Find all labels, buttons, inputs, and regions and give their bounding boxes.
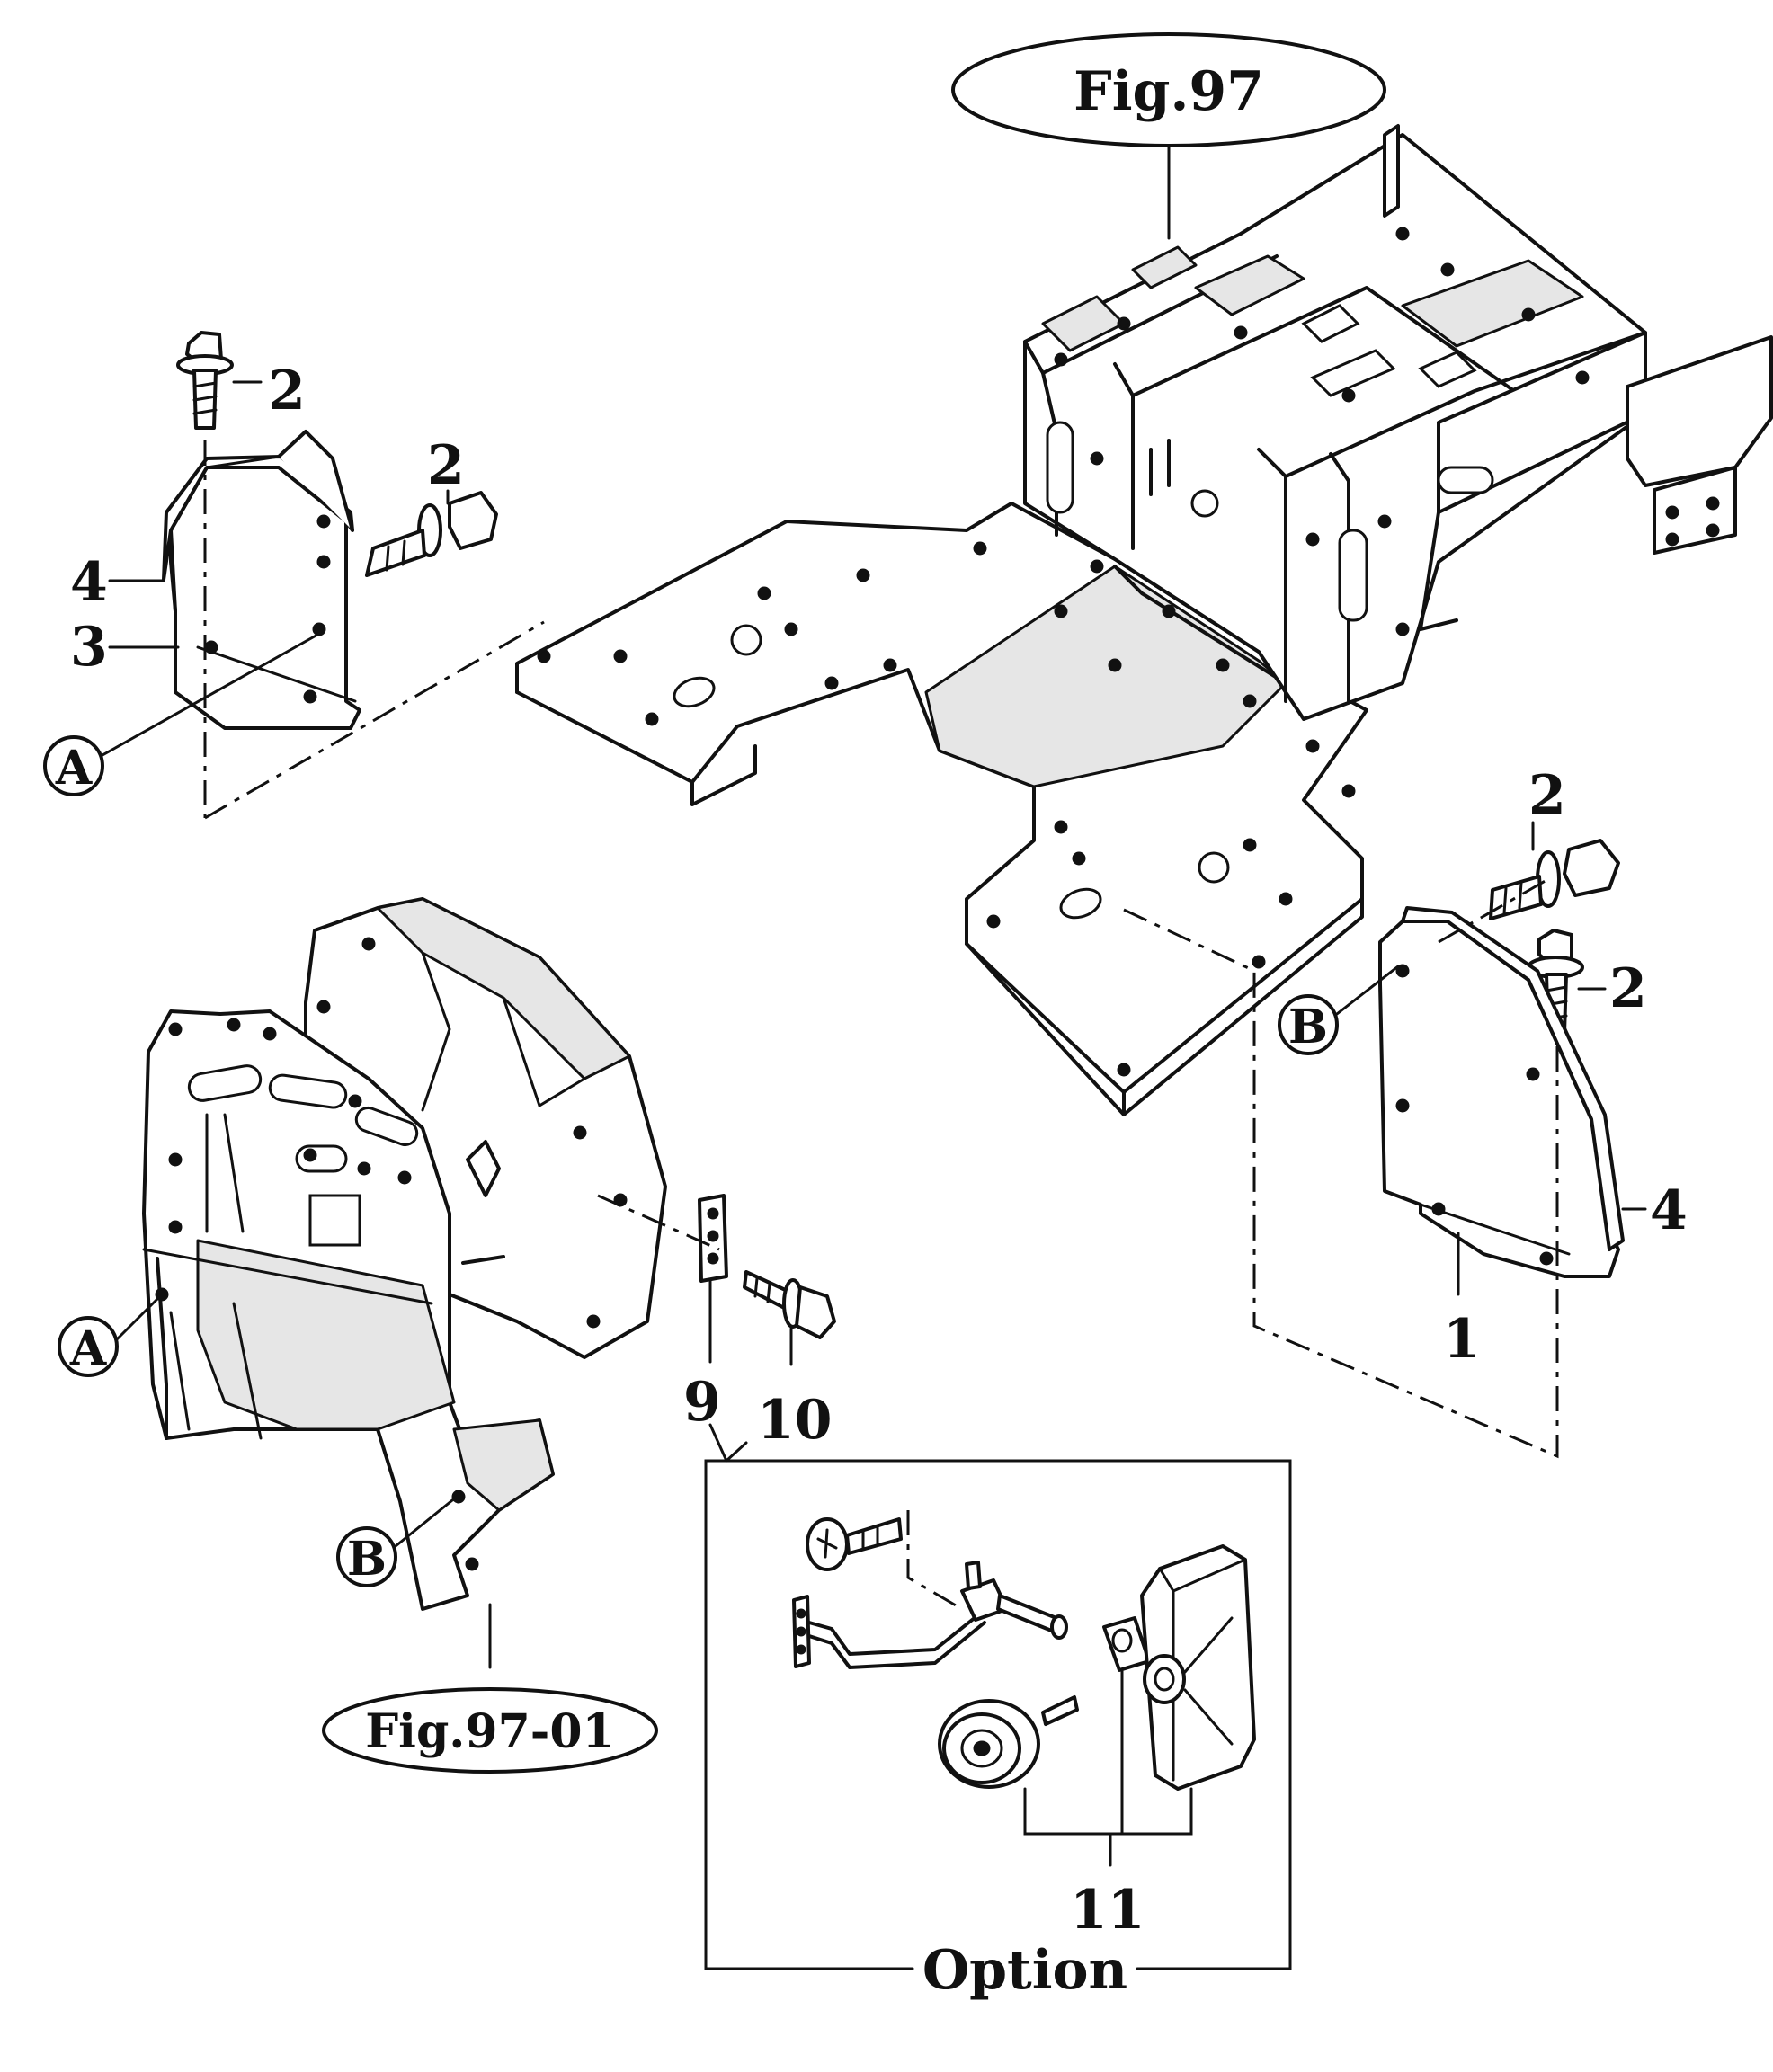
- mirror-stay[interactable]: [792, 1561, 1068, 1669]
- figure-ref-panel-text: Fig.97-01: [365, 1704, 614, 1759]
- leader-line: [101, 632, 321, 757]
- option-box: Option: [704, 1423, 1292, 2002]
- hex-bolt-vertical[interactable]: [176, 331, 234, 430]
- callout-right-bolt-side[interactable]: 2: [1609, 957, 1647, 1020]
- clip-plate[interactable]: [698, 1194, 728, 1283]
- alignment-line: [906, 1510, 963, 1611]
- callout-mirror-kit[interactable]: 11: [1070, 1879, 1145, 1942]
- option-box-frame: [708, 1423, 1292, 1970]
- leader-line: [1335, 965, 1400, 1016]
- mirror-screw[interactable]: [806, 1517, 903, 1571]
- callout-right-bolt-top[interactable]: 2: [1528, 764, 1566, 827]
- frame-bolt-holes: [537, 227, 1590, 1077]
- callout-clip[interactable]: 9: [683, 1371, 721, 1434]
- callout-left-bracket[interactable]: 3: [70, 616, 108, 679]
- marker-a-panel-text: A: [69, 1321, 107, 1376]
- marker-b-right-text: B: [1288, 1000, 1328, 1054]
- marker-a-left-text: A: [55, 741, 93, 796]
- alignment-line: [204, 620, 545, 820]
- callout-right-cover[interactable]: 4: [1650, 1179, 1688, 1242]
- figure-ref-main[interactable]: Fig.97: [951, 32, 1386, 147]
- leader-line: [394, 1495, 459, 1548]
- hex-bolt-horizontal[interactable]: [365, 491, 498, 577]
- marker-b-right[interactable]: [1278, 994, 1339, 1055]
- callout-left-bolt-side[interactable]: 2: [427, 434, 465, 497]
- marker-b-panel-text: B: [347, 1532, 387, 1587]
- option-label[interactable]: Option: [922, 1939, 1127, 2002]
- step-panel-assembly: [142, 897, 667, 1611]
- figure-ref-main-text: Fig.97: [1074, 60, 1264, 123]
- alignment-line: [1123, 908, 1559, 1459]
- mirror-knob[interactable]: [938, 1695, 1079, 1789]
- clip-bolt[interactable]: [743, 1270, 836, 1339]
- hex-bolt-horizontal[interactable]: [1489, 839, 1620, 920]
- right-cover-trim[interactable]: [1401, 906, 1625, 1251]
- mirror-collar[interactable]: [1102, 1616, 1151, 1672]
- alignment-line: [597, 1194, 720, 1251]
- left-cover-group: 2 2 4 3 A: [43, 331, 545, 820]
- figure-ref-panel[interactable]: Fig.97-01: [322, 1687, 658, 1774]
- callout-left-cover[interactable]: 4: [70, 551, 108, 614]
- marker-a-panel[interactable]: [58, 1316, 119, 1377]
- alignment-line: [1438, 877, 1549, 944]
- marker-b-panel[interactable]: [336, 1526, 397, 1587]
- leader-line: [1023, 1787, 1193, 1836]
- leader-line: [115, 1293, 164, 1341]
- callout-clip-bolt[interactable]: 10: [757, 1389, 833, 1452]
- mirror[interactable]: [1140, 1544, 1256, 1791]
- marker-a-left[interactable]: [43, 735, 104, 796]
- main-frame-assembly: [515, 124, 1773, 1116]
- right-cover-group: 2 2 4 1 B: [1123, 764, 1688, 1459]
- frame-slot: [1046, 421, 1074, 514]
- callout-left-bolt-top[interactable]: 2: [268, 360, 306, 422]
- callout-right-bracket[interactable]: 1: [1443, 1308, 1481, 1371]
